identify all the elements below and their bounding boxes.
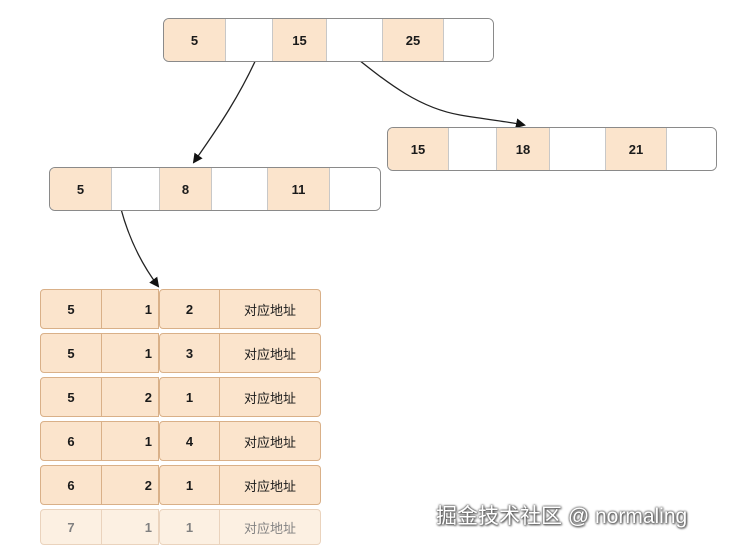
arrow-root-to-left xyxy=(192,54,259,164)
right-key-2: 18 xyxy=(496,128,549,170)
root-pointer-1 xyxy=(225,19,272,61)
leaf-row: 6 1 4 对应地址 xyxy=(40,421,321,461)
leaf-cell-col1: 7 xyxy=(40,509,102,545)
leaf-cell-address: 对应地址 xyxy=(220,421,321,461)
right-key-3: 21 xyxy=(605,128,666,170)
leaf-row: 5 1 3 对应地址 xyxy=(40,333,321,373)
right-pointer-2 xyxy=(549,128,605,170)
leaf-cell-col1: 6 xyxy=(40,421,102,461)
leaf-cell-address: 对应地址 xyxy=(220,377,321,417)
watermark: 掘金技术社区 @ normaling xyxy=(436,505,688,528)
leaf-cell-col3: 2 xyxy=(159,289,220,329)
arrow-root-to-right xyxy=(353,55,526,129)
leaf-row: 5 2 1 对应地址 xyxy=(40,377,321,417)
root-key-2: 15 xyxy=(272,19,326,61)
left-child-node: 5 8 11 xyxy=(49,167,381,211)
leaf-cell-col2: 1 xyxy=(102,289,159,329)
left-pointer-2 xyxy=(211,168,267,210)
leaf-cell-col1: 5 xyxy=(40,289,102,329)
root-pointer-3 xyxy=(443,19,493,61)
left-key-2: 8 xyxy=(159,168,211,210)
leaf-cell-col1: 5 xyxy=(40,377,102,417)
leaf-row: 5 1 2 对应地址 xyxy=(40,289,321,329)
leaf-cell-col3: 4 xyxy=(159,421,220,461)
left-key-3: 11 xyxy=(267,168,329,210)
left-pointer-1 xyxy=(111,168,159,210)
root-key-1: 5 xyxy=(164,19,225,61)
leaf-cell-col2: 2 xyxy=(102,377,159,417)
right-key-1: 15 xyxy=(388,128,448,170)
right-child-node: 15 18 21 xyxy=(387,127,717,171)
root-pointer-2 xyxy=(326,19,382,61)
leaf-row: 7 1 1 对应地址 xyxy=(40,509,321,545)
left-pointer-3 xyxy=(329,168,380,210)
leaf-cell-col3: 1 xyxy=(159,465,220,505)
leaf-cell-col2: 2 xyxy=(102,465,159,505)
root-key-3: 25 xyxy=(382,19,443,61)
leaf-cell-col3: 1 xyxy=(159,509,220,545)
leaf-cell-col2: 1 xyxy=(102,421,159,461)
leaf-cell-col3: 1 xyxy=(159,377,220,417)
leaf-cell-address: 对应地址 xyxy=(220,333,321,373)
arrow-left-to-leaf xyxy=(120,208,160,288)
leaf-cell-address: 对应地址 xyxy=(220,289,321,329)
leaf-cell-col2: 1 xyxy=(102,333,159,373)
right-pointer-1 xyxy=(448,128,496,170)
leaf-cell-col1: 5 xyxy=(40,333,102,373)
leaf-cell-address: 对应地址 xyxy=(220,465,321,505)
leaf-cell-col1: 6 xyxy=(40,465,102,505)
root-node: 5 15 25 xyxy=(163,18,494,62)
leaf-cell-address: 对应地址 xyxy=(220,509,321,545)
left-key-1: 5 xyxy=(50,168,111,210)
leaf-row: 6 2 1 对应地址 xyxy=(40,465,321,505)
right-pointer-3 xyxy=(666,128,716,170)
leaf-cell-col2: 1 xyxy=(102,509,159,545)
leaf-cell-col3: 3 xyxy=(159,333,220,373)
